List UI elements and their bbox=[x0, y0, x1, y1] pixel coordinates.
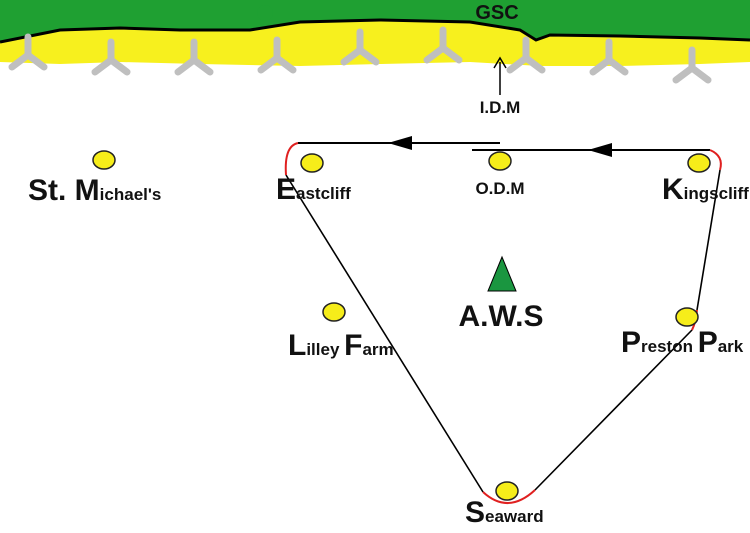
shoreline bbox=[0, 0, 750, 66]
aws-label: A.W.S bbox=[458, 300, 543, 333]
mark-initial: P bbox=[621, 326, 641, 359]
buoys bbox=[92, 150, 711, 501]
idm-label: I.D.M bbox=[480, 98, 521, 117]
groyne-icon bbox=[423, 26, 463, 64]
mark-initial: F bbox=[344, 329, 362, 362]
mark-rest: astcliff bbox=[296, 184, 351, 203]
mark-label-lilley-farm: Lilley Farm bbox=[288, 329, 394, 362]
mark-initial: P bbox=[698, 326, 718, 359]
buoy-kingscliff bbox=[687, 153, 711, 173]
mark-initial: E bbox=[276, 173, 296, 206]
mark-label-preston-park: Preston Park bbox=[621, 326, 744, 359]
groyne-icon bbox=[672, 46, 712, 84]
mark-rest: illey bbox=[306, 340, 344, 359]
groyne-icon bbox=[174, 38, 214, 76]
tree-dot bbox=[257, 5, 273, 21]
mark-rest: reston bbox=[641, 337, 698, 356]
buoy-seaward bbox=[495, 481, 519, 501]
direction-arrow-icon bbox=[388, 136, 412, 150]
mark-label-seaward: Seaward bbox=[465, 496, 544, 529]
buoy-eastcliff bbox=[300, 153, 324, 173]
mark-initial: K bbox=[662, 173, 684, 206]
groyne-row bbox=[8, 26, 712, 84]
rounding-arc-kingscliff bbox=[709, 149, 722, 171]
groyne-icon bbox=[506, 36, 546, 74]
mark-initial: S bbox=[465, 496, 485, 529]
mark-label-odm: O.D.M bbox=[475, 179, 524, 198]
buoy-odm bbox=[488, 151, 512, 171]
course-leg-eastcliff-seaward bbox=[285, 174, 484, 493]
club-label: GSC bbox=[475, 2, 518, 24]
groyne-icon bbox=[340, 28, 380, 66]
rounding-arc-seaward bbox=[482, 489, 536, 504]
mark-label-kingscliff: Kingscliff bbox=[662, 173, 749, 206]
mark-label-eastcliff: Eastcliff bbox=[276, 173, 351, 206]
mark-initial: L bbox=[288, 329, 306, 362]
shore-edge-line bbox=[0, 18, 750, 44]
idm-marker: I.D.M bbox=[480, 56, 521, 117]
mark-rest: ark bbox=[718, 337, 744, 356]
groyne-icon bbox=[8, 33, 48, 71]
mark-rest: ichael's bbox=[100, 185, 162, 204]
aws-marker: A.W.S bbox=[458, 255, 544, 333]
buoy-st-michaels bbox=[92, 150, 116, 170]
mark-rest: eaward bbox=[485, 507, 544, 526]
mark-rest: ingscliff bbox=[684, 184, 750, 203]
groyne-icon bbox=[91, 38, 131, 76]
mark-label-st-michaels: St. Michael's bbox=[28, 174, 161, 207]
grass-area bbox=[0, 0, 750, 42]
arrow-up-head bbox=[493, 56, 507, 69]
rounding-arc-eastcliff bbox=[284, 142, 299, 176]
course-leg-seaward-preston bbox=[534, 329, 693, 491]
buoy-lilley-farm bbox=[322, 302, 346, 322]
direction-arrow-icon bbox=[588, 143, 612, 157]
buoy-preston-park bbox=[675, 307, 699, 327]
groyne-icon bbox=[257, 36, 297, 74]
course-track bbox=[285, 136, 721, 493]
mark-rest: arm bbox=[362, 340, 393, 359]
triangle-marker-icon bbox=[487, 255, 517, 292]
groyne-icon bbox=[589, 38, 629, 76]
mark-initial: St. M bbox=[28, 174, 100, 207]
course-leg-preston-kingscliff bbox=[696, 169, 721, 311]
